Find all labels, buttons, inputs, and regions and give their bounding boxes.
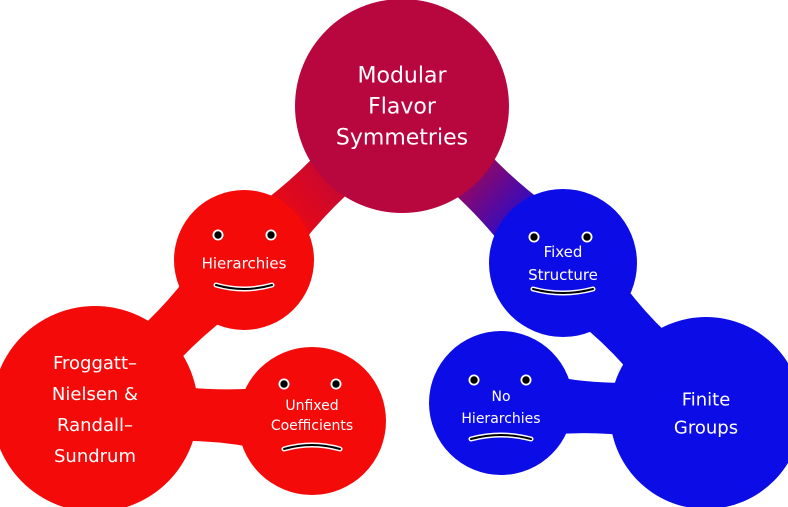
node-label-line: No <box>491 389 510 405</box>
node-label-line: Randall– <box>57 415 133 436</box>
pupil-icon <box>280 380 288 388</box>
pupil-icon <box>332 380 340 388</box>
mouth-line <box>283 444 341 450</box>
frowny-face-icon <box>468 374 534 442</box>
node-root <box>295 0 509 213</box>
node-label-line: Nielsen & <box>52 384 138 405</box>
node-label-line: Structure <box>528 266 598 284</box>
frowny-face-icon <box>278 378 343 452</box>
node-label-line: Sundrum <box>54 446 136 467</box>
node-label-froggatt: Froggatt– Nielsen & Randall– Sundrum <box>52 353 138 467</box>
pupil-icon <box>583 233 591 241</box>
node-label-line: Fixed <box>544 243 583 261</box>
pupil-icon <box>267 231 275 239</box>
node-label-line: Hierarchies <box>461 411 540 427</box>
node-label-line: Symmetries <box>336 126 468 151</box>
mouth-line <box>532 288 594 294</box>
smiley-face-icon <box>212 229 277 292</box>
smiley-face-icon <box>528 231 596 296</box>
node-hierarchies <box>174 190 314 330</box>
pupil-icon <box>470 376 478 384</box>
node-label-line: Flavor <box>368 95 437 120</box>
pupil-icon <box>214 231 222 239</box>
node-label-line: Groups <box>674 417 738 438</box>
pupil-icon <box>522 376 530 384</box>
node-label-line: Unfixed <box>285 398 338 414</box>
node-label-line: Finite <box>682 389 731 410</box>
node-finite <box>610 317 788 507</box>
node-unfixed <box>238 347 386 495</box>
pupil-icon <box>530 233 538 241</box>
node-froggatt <box>0 306 198 507</box>
node-no-hierarchies <box>429 331 573 475</box>
node-label-hierarchies: Hierarchies <box>202 254 287 272</box>
node-label-line: Coefficients <box>271 418 353 434</box>
mouth-line <box>215 284 273 290</box>
node-label-line: Modular <box>358 64 448 89</box>
node-fixed <box>489 189 637 337</box>
node-label-line: Hierarchies <box>202 254 287 272</box>
node-label-line: Froggatt– <box>53 353 137 374</box>
mouth-line <box>470 434 532 440</box>
